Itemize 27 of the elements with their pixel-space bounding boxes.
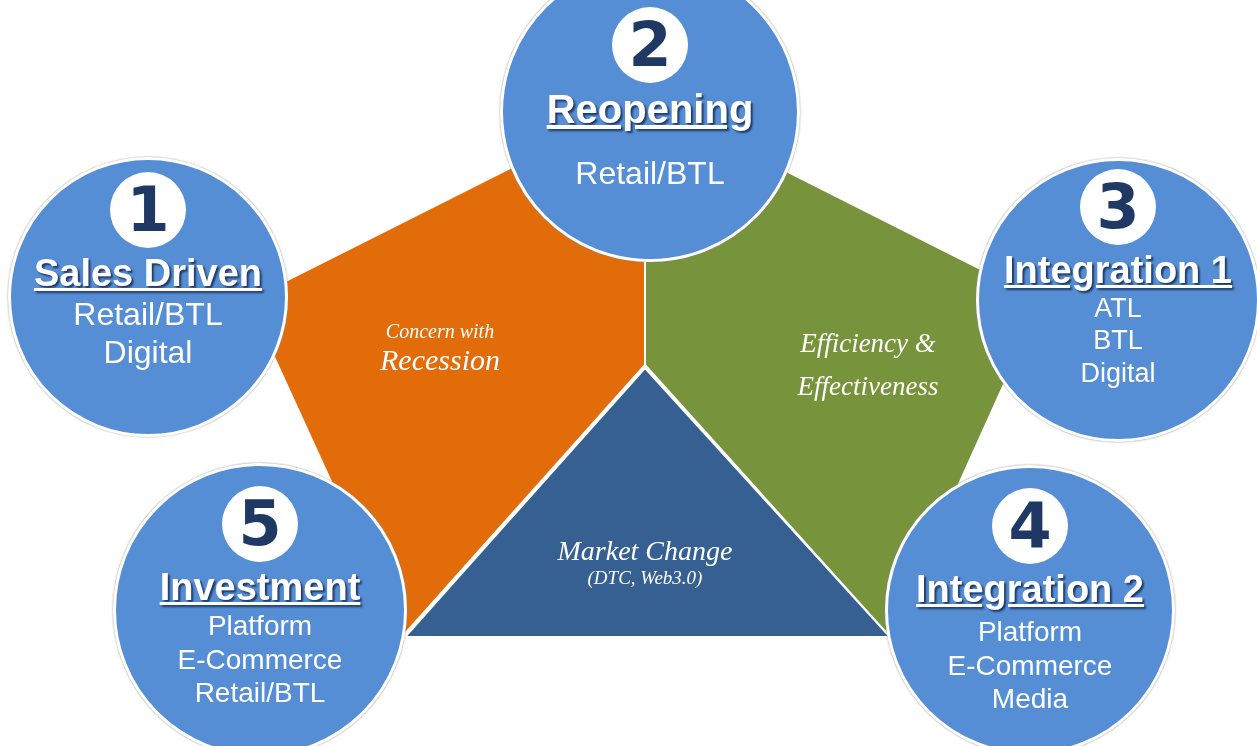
step-item: Retail/BTL [194,676,326,710]
number-badge: 4 [992,488,1068,564]
step-item: Digital [103,333,193,372]
step-item: Retail/BTL [73,295,223,334]
segment-label: Concern with [385,320,495,343]
step-item: E-Commerce [947,648,1113,683]
step-item: BTL [1093,324,1143,357]
step-heading: Integration 2 [916,568,1144,611]
step-item: Platform [977,615,1083,649]
number-badge: 3 [1080,169,1156,245]
segment-label: Recession [380,343,500,377]
segment-label: (DTC, Web3.0) [587,567,703,589]
step-item: Digital [1080,356,1156,390]
segment-label: Market Change [557,535,733,567]
segment-label: Efficiency & Effectiveness [796,327,940,404]
step-heading: Investment [159,566,361,609]
step-item: ATL [1094,292,1142,325]
step-item: Retail/BTL [575,154,725,193]
step-heading: Reopening [546,87,754,132]
number-badge: 2 [612,7,688,83]
step-item: Platform [207,609,313,643]
number-badge: 1 [110,172,186,248]
step-heading: Sales Driven [33,252,263,295]
step-item: Media [991,682,1069,716]
number-badge: 5 [222,486,298,562]
step-item: E-Commerce [177,642,343,677]
step-heading: Integration 1 [1004,249,1232,292]
